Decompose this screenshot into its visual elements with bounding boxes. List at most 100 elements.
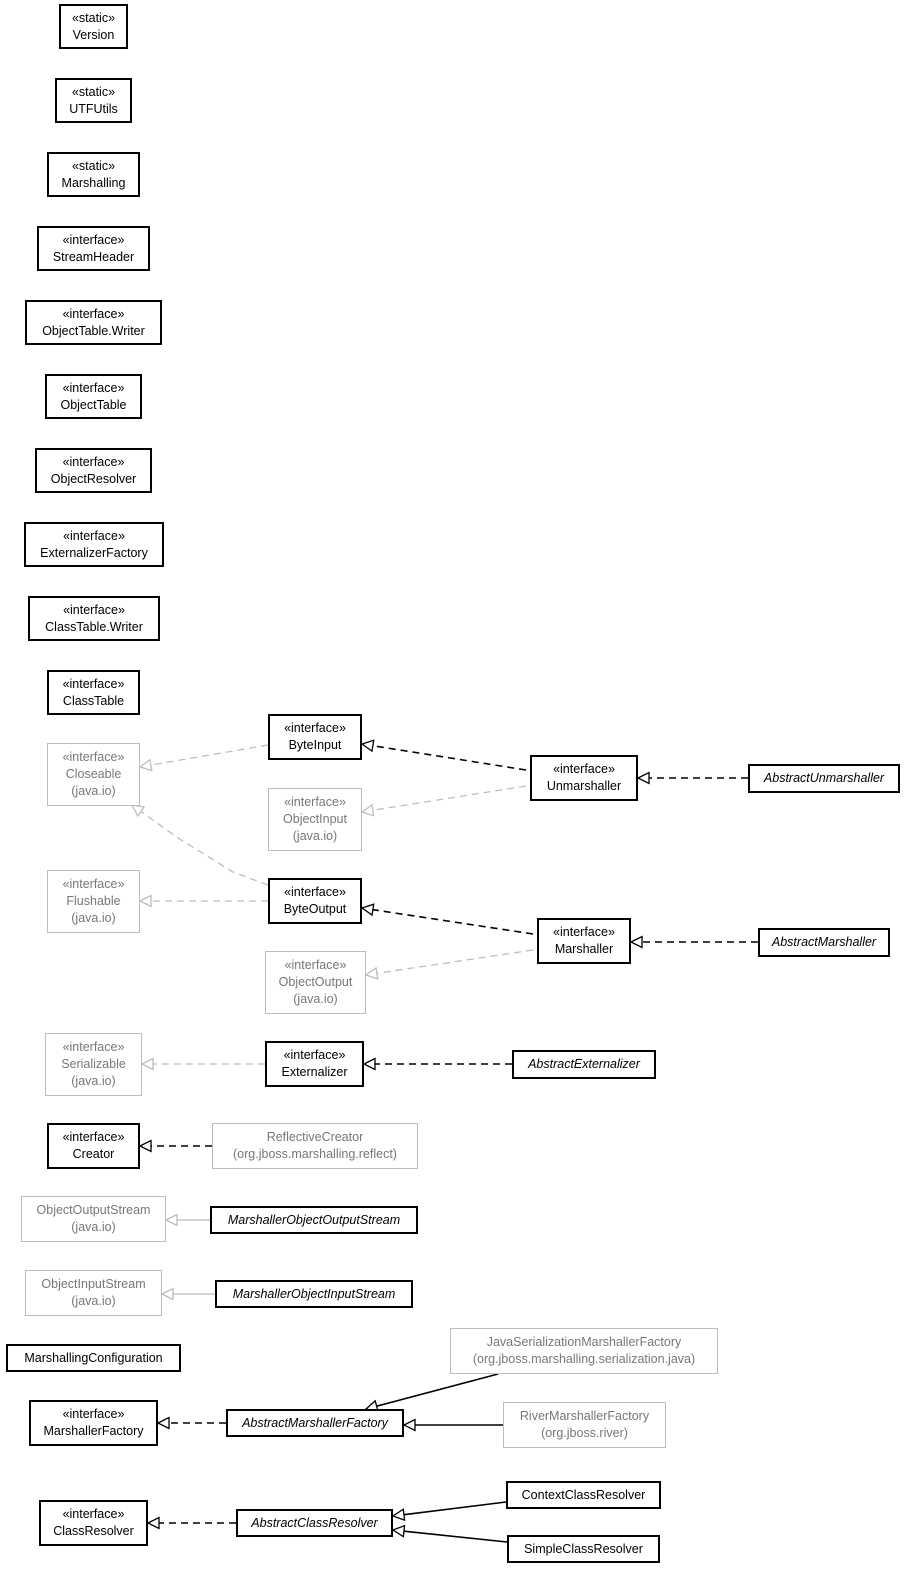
- stereotype-label: «interface»: [553, 762, 615, 776]
- class-name: Marshaller: [554, 942, 614, 956]
- node-marshallingconfiguration[interactable]: MarshallingConfiguration: [6, 1344, 181, 1372]
- class-name: Version: [72, 27, 115, 42]
- class-name: AbstractMarshallerFactory: [242, 1415, 388, 1430]
- node-objectinput[interactable]: «interface» ObjectInput (java.io): [268, 788, 362, 851]
- node-marshallerobjectinputstream[interactable]: MarshallerObjectInputStream: [215, 1280, 413, 1308]
- edge-line: [372, 744, 527, 771]
- node-marshalling[interactable]: «static» Marshalling: [47, 152, 140, 197]
- edge-line: [376, 949, 534, 975]
- stereotype-label: «interface»: [62, 877, 125, 891]
- node-simpleclassresolver[interactable]: SimpleClassResolver: [507, 1535, 660, 1563]
- class-name: Closeable: [65, 767, 122, 781]
- node-serializable[interactable]: «interface» Serializable (java.io): [45, 1033, 142, 1096]
- edge-rivermarshallerfactory-to-abstractmarshallerfactory: [402, 1418, 503, 1432]
- stereotype-label: «interface»: [62, 676, 125, 691]
- stereotype-label: «interface»: [284, 795, 346, 809]
- node-byteoutput[interactable]: «interface» ByteOutput: [268, 878, 362, 924]
- edge-marshallerobjectoutputstream-to-objectoutputstream: [164, 1213, 210, 1227]
- node-flushable[interactable]: «interface» Flushable (java.io): [47, 870, 140, 933]
- node-rivermarshallerfactory[interactable]: RiverMarshallerFactory (org.jboss.river): [503, 1402, 666, 1448]
- class-name: StreamHeader: [52, 249, 135, 264]
- class-name: MarshallingConfiguration: [24, 1350, 163, 1365]
- node-abstractexternalizer[interactable]: AbstractExternalizer: [512, 1050, 656, 1079]
- node-unmarshaller[interactable]: «interface» Unmarshaller: [530, 755, 638, 801]
- node-abstractmarshaller[interactable]: AbstractMarshaller: [758, 928, 890, 957]
- edge-abstractmarshaller-to-marshaller: [629, 935, 758, 949]
- hollow-arrowhead-icon: [391, 1508, 406, 1522]
- edge-unmarshaller-to-byteinput: [360, 739, 527, 771]
- class-name: MarshallerObjectInputStream: [232, 1286, 396, 1301]
- stereotype-label: «static»: [71, 84, 116, 99]
- node-classtable-writer[interactable]: «interface» ClassTable.Writer: [28, 596, 160, 641]
- package-label: (java.io): [292, 829, 338, 843]
- hollow-arrowhead-icon: [360, 903, 375, 917]
- node-abstractunmarshaller[interactable]: AbstractUnmarshaller: [748, 764, 900, 793]
- class-name: Flushable: [66, 894, 121, 908]
- package-label: (org.jboss.marshalling.reflect): [233, 1147, 397, 1161]
- package-label: (java.io): [71, 1220, 116, 1234]
- class-name: ExternalizerFactory: [40, 545, 148, 560]
- node-objectoutputstream[interactable]: ObjectOutputStream (java.io): [21, 1196, 166, 1242]
- class-name: UTFUtils: [69, 101, 118, 116]
- node-marshallerobjectoutputstream[interactable]: MarshallerObjectOutputStream: [210, 1206, 418, 1234]
- edge-line: [376, 1373, 499, 1407]
- class-name: MarshallerObjectOutputStream: [227, 1212, 401, 1227]
- edge-line: [403, 1530, 508, 1543]
- hollow-arrowhead-icon: [146, 1516, 160, 1530]
- node-objectinputstream[interactable]: ObjectInputStream (java.io): [25, 1270, 162, 1316]
- hollow-arrowhead-icon: [130, 804, 146, 818]
- node-javaserializationmarshallerfactory[interactable]: JavaSerializationMarshallerFactory (org.…: [450, 1328, 718, 1374]
- node-closeable[interactable]: «interface» Closeable (java.io): [47, 743, 140, 806]
- class-name: AbstractExternalizer: [528, 1057, 640, 1071]
- hollow-arrowhead-icon: [362, 1057, 376, 1071]
- node-creator[interactable]: «interface» Creator: [47, 1123, 140, 1169]
- stereotype-label: «interface»: [62, 232, 125, 247]
- node-contextclassresolver[interactable]: ContextClassResolver: [506, 1481, 661, 1509]
- class-name: ReflectiveCreator: [266, 1130, 364, 1144]
- class-name: ContextClassResolver: [521, 1487, 646, 1502]
- hollow-arrowhead-icon: [138, 758, 153, 772]
- node-classtable[interactable]: «interface» ClassTable: [47, 670, 140, 715]
- node-reflectivecreator[interactable]: ReflectiveCreator (org.jboss.marshalling…: [212, 1123, 418, 1169]
- class-name: ObjectOutputStream: [36, 1203, 151, 1217]
- edge-unmarshaller-to-objectinput: [360, 785, 527, 817]
- node-streamheader[interactable]: «interface» StreamHeader: [37, 226, 150, 271]
- edge-byteoutput-to-flushable: [138, 894, 268, 908]
- node-byteinput[interactable]: «interface» ByteInput: [268, 714, 362, 760]
- node-abstractclassresolver[interactable]: AbstractClassResolver: [236, 1509, 393, 1537]
- stereotype-label: «interface»: [62, 454, 125, 469]
- class-name: Creator: [72, 1147, 115, 1161]
- node-objecttable[interactable]: «interface» ObjectTable: [45, 374, 142, 419]
- edge-marshaller-to-objectoutput: [364, 949, 534, 980]
- hollow-arrowhead-icon: [364, 966, 379, 980]
- class-name: Marshalling: [61, 175, 126, 190]
- class-name: ClassTable: [62, 693, 125, 708]
- node-externalizer[interactable]: «interface» Externalizer: [265, 1041, 364, 1087]
- class-name: ObjectResolver: [50, 471, 137, 486]
- node-marshaller[interactable]: «interface» Marshaller: [537, 918, 631, 964]
- edge-contextclassresolver-to-abstractclassresolver: [391, 1501, 507, 1522]
- node-objectresolver[interactable]: «interface» ObjectResolver: [35, 448, 152, 493]
- node-objectoutput[interactable]: «interface» ObjectOutput (java.io): [265, 951, 366, 1014]
- edge-simpleclassresolver-to-abstractclassresolver: [391, 1524, 508, 1543]
- node-objecttable-writer[interactable]: «interface» ObjectTable.Writer: [25, 300, 162, 345]
- class-name: Serializable: [61, 1057, 126, 1071]
- edge-abstractunmarshaller-to-unmarshaller: [636, 771, 748, 785]
- stereotype-label: «interface»: [63, 528, 125, 543]
- node-version[interactable]: «static» Version: [59, 4, 128, 49]
- stereotype-label: «interface»: [62, 380, 125, 395]
- class-name: JavaSerializationMarshallerFactory: [486, 1335, 682, 1349]
- node-utfutils[interactable]: «static» UTFUtils: [55, 78, 132, 123]
- hollow-arrowhead-icon: [629, 935, 643, 949]
- class-name: ObjectTable.Writer: [42, 323, 145, 338]
- node-abstractmarshallerfactory[interactable]: AbstractMarshallerFactory: [226, 1409, 404, 1437]
- stereotype-label: «static»: [71, 158, 116, 173]
- node-classresolver[interactable]: «interface» ClassResolver: [39, 1500, 148, 1546]
- node-externalizerfactory[interactable]: «interface» ExternalizerFactory: [24, 522, 164, 567]
- hollow-arrowhead-icon: [636, 771, 650, 785]
- class-name: ObjectInput: [283, 812, 347, 826]
- class-name: ClassTable.Writer: [45, 619, 143, 634]
- class-name: AbstractUnmarshaller: [763, 771, 885, 785]
- node-marshallerfactory[interactable]: «interface» MarshallerFactory: [29, 1400, 158, 1446]
- edge-abstractexternalizer-to-externalizer: [362, 1057, 512, 1071]
